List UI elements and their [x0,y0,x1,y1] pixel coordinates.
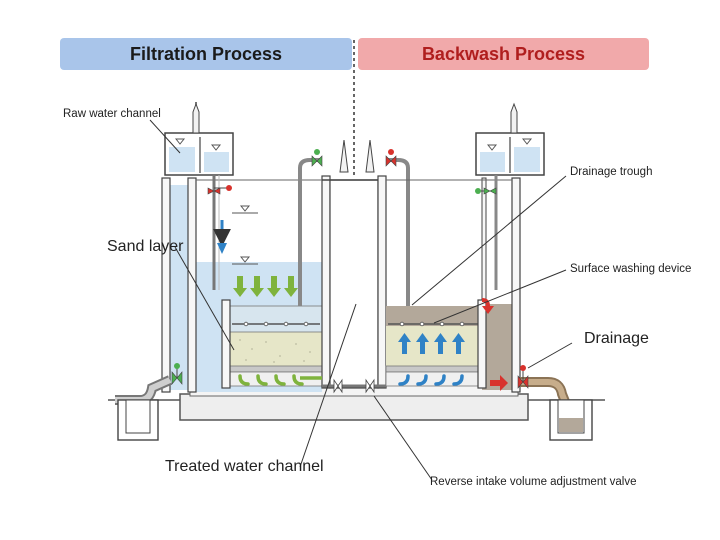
treated-water-channel [329,179,379,389]
treated-water-channel-label: Treated water channel [165,458,324,475]
drainage-channel-water [482,304,512,390]
left-sand-bed [230,332,322,366]
reverse-intake-valve-label: Reverse intake volume adjustment valve [430,476,637,488]
underdrain-flow-arrows [238,374,304,386]
leader-lines [149,119,573,481]
drainage-trough-label: Drainage trough [570,166,653,178]
drainage-label: Drainage [584,330,649,347]
filtration-flow-arrows [233,276,298,297]
left-wash-zone [229,305,323,333]
right-sand-bed [386,326,482,366]
backwash-header-text: Backwash Process [421,43,586,64]
filtration-header: Filtration Process [60,38,352,70]
right-filter-dirty-water [386,306,482,326]
backwash-flow-arrows [398,333,465,354]
base-slab [179,393,529,421]
sand-layer-label: Sand layer [107,238,184,255]
filtration-header-text: Filtration Process [129,43,283,64]
surface-washing-device-label: Surface washing device [570,263,692,275]
backwash-header: Backwash Process [358,38,649,70]
raw-water-channel-label: Raw water channel [63,108,161,120]
backwash-underdrain-arrows [398,374,464,386]
left-sand-texture [239,339,311,363]
